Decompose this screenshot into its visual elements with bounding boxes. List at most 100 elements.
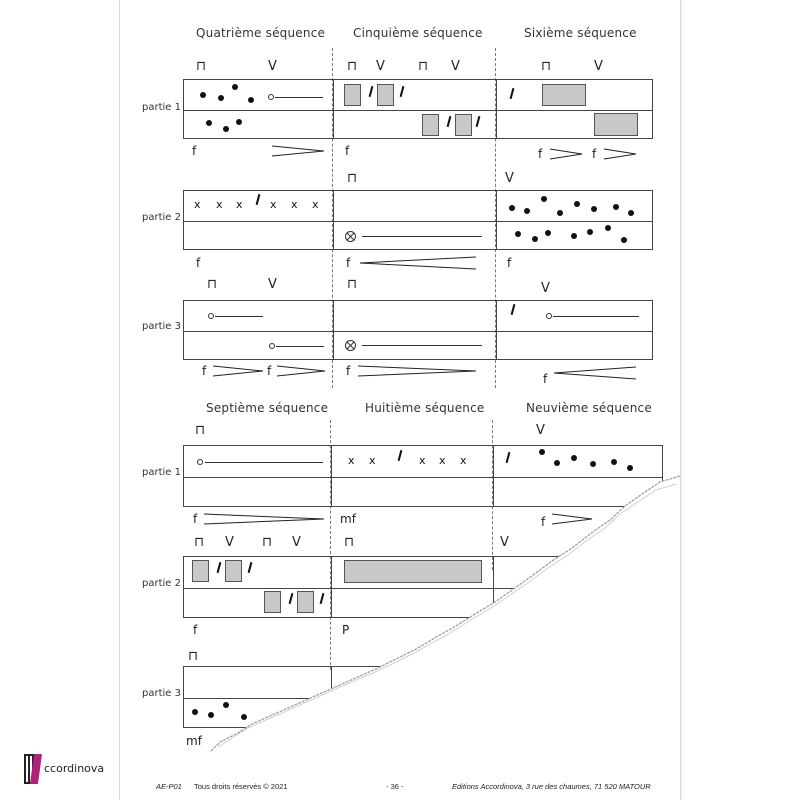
note-dot xyxy=(545,230,551,236)
x-mark: x xyxy=(369,454,376,467)
dynamic-p: P xyxy=(342,623,350,637)
staff-partie-3-top xyxy=(183,300,653,360)
up-bow-icon: V xyxy=(376,59,385,74)
footer-page-number: - 36 - xyxy=(386,782,404,791)
up-bow-icon: V xyxy=(500,535,509,550)
sequence-divider xyxy=(495,48,496,388)
up-bow-icon: V xyxy=(505,171,514,186)
sequence-divider xyxy=(492,420,493,570)
dynamic-f: f xyxy=(541,515,546,529)
accordinova-logo: ccordinova xyxy=(20,748,108,788)
up-bow-icon: V xyxy=(451,59,460,74)
footer-code: AE-P01 xyxy=(156,782,182,791)
part-label-1: partie 1 xyxy=(142,102,181,113)
decrescendo-hairpin xyxy=(203,513,325,525)
open-note xyxy=(268,94,274,100)
sustain-line xyxy=(362,236,482,237)
note-dot xyxy=(611,459,617,465)
open-note xyxy=(269,343,275,349)
note-dot xyxy=(236,119,242,125)
part-label-3: partie 3 xyxy=(142,321,181,332)
note-dot xyxy=(591,206,597,212)
grey-block xyxy=(377,84,394,106)
down-bow-icon: ⊓ xyxy=(541,59,552,74)
grey-block xyxy=(594,113,638,136)
sustain-line xyxy=(276,346,324,347)
note-dot xyxy=(241,714,247,720)
down-bow-icon: ⊓ xyxy=(207,277,218,292)
grey-block xyxy=(455,114,472,136)
dynamic-f: f xyxy=(592,147,597,161)
up-bow-icon: V xyxy=(268,277,277,292)
note-dot xyxy=(571,233,577,239)
dynamic-f: f xyxy=(543,372,548,386)
logo-mark-icon xyxy=(24,754,42,784)
x-mark: x xyxy=(312,198,319,211)
dynamic-mf: mf xyxy=(186,734,202,748)
up-bow-icon: V xyxy=(268,59,277,74)
down-bow-icon: ⊓ xyxy=(347,59,358,74)
decrescendo-hairpin xyxy=(549,148,583,160)
down-bow-icon: ⊓ xyxy=(195,423,206,438)
grey-block xyxy=(192,560,209,582)
note-dot xyxy=(590,461,596,467)
sustain-line xyxy=(553,316,639,317)
sustain-line xyxy=(215,316,263,317)
x-mark: x xyxy=(236,198,243,211)
header-sixieme: Sixième séquence xyxy=(524,26,637,40)
sustain-line xyxy=(205,462,323,463)
x-mark: x xyxy=(460,454,467,467)
decrescendo-hairpin xyxy=(603,148,637,160)
x-mark: x xyxy=(419,454,426,467)
grey-block xyxy=(344,84,361,106)
grey-block xyxy=(422,114,439,136)
note-dot xyxy=(557,210,563,216)
down-bow-icon: ⊓ xyxy=(347,171,358,186)
note-dot xyxy=(223,126,229,132)
open-note xyxy=(197,459,203,465)
x-mark: x xyxy=(270,198,277,211)
dynamic-f: f xyxy=(196,256,201,270)
note-dot xyxy=(208,712,214,718)
x-mark: x xyxy=(291,198,298,211)
note-dot xyxy=(206,120,212,126)
note-dot xyxy=(532,236,538,242)
up-bow-icon: V xyxy=(541,281,550,296)
header-cinquieme: Cinquième séquence xyxy=(353,26,483,40)
note-dot xyxy=(524,208,530,214)
note-dot xyxy=(509,205,515,211)
down-bow-icon: ⊓ xyxy=(347,277,358,292)
crescendo-hairpin xyxy=(553,366,637,380)
grey-block xyxy=(264,591,281,613)
x-mark: x xyxy=(348,454,355,467)
note-dot xyxy=(248,97,254,103)
crossed-circle-note xyxy=(345,340,356,351)
dynamic-f: f xyxy=(193,512,198,526)
part-label-1-bottom: partie 1 xyxy=(142,467,181,478)
decrescendo-hairpin xyxy=(276,365,326,377)
part-label-3-bottom: partie 3 xyxy=(142,688,181,699)
dynamic-mf: mf xyxy=(340,512,356,526)
dynamic-f: f xyxy=(346,256,351,270)
down-bow-icon: ⊓ xyxy=(344,535,355,550)
open-note xyxy=(208,313,214,319)
dynamic-f: f xyxy=(538,147,543,161)
note-dot xyxy=(554,460,560,466)
note-dot xyxy=(515,231,521,237)
note-dot xyxy=(613,204,619,210)
x-mark: x xyxy=(194,198,201,211)
staff-partie-1-bottom xyxy=(183,445,663,507)
header-huitieme: Huitième séquence xyxy=(365,401,485,415)
x-mark: x xyxy=(216,198,223,211)
dynamic-f: f xyxy=(193,623,198,637)
grey-block xyxy=(297,591,314,613)
score-page: Quatrième séquence Cinquième séquence Si… xyxy=(120,0,680,800)
part-label-2: partie 2 xyxy=(142,212,181,223)
sequence-divider xyxy=(332,48,333,388)
part-label-2-bottom: partie 2 xyxy=(142,578,181,589)
decrescendo-hairpin xyxy=(271,145,325,157)
crossed-circle-note xyxy=(345,231,356,242)
decrescendo-hairpin xyxy=(357,365,477,377)
up-bow-icon: V xyxy=(225,535,234,550)
dynamic-f: f xyxy=(202,364,207,378)
